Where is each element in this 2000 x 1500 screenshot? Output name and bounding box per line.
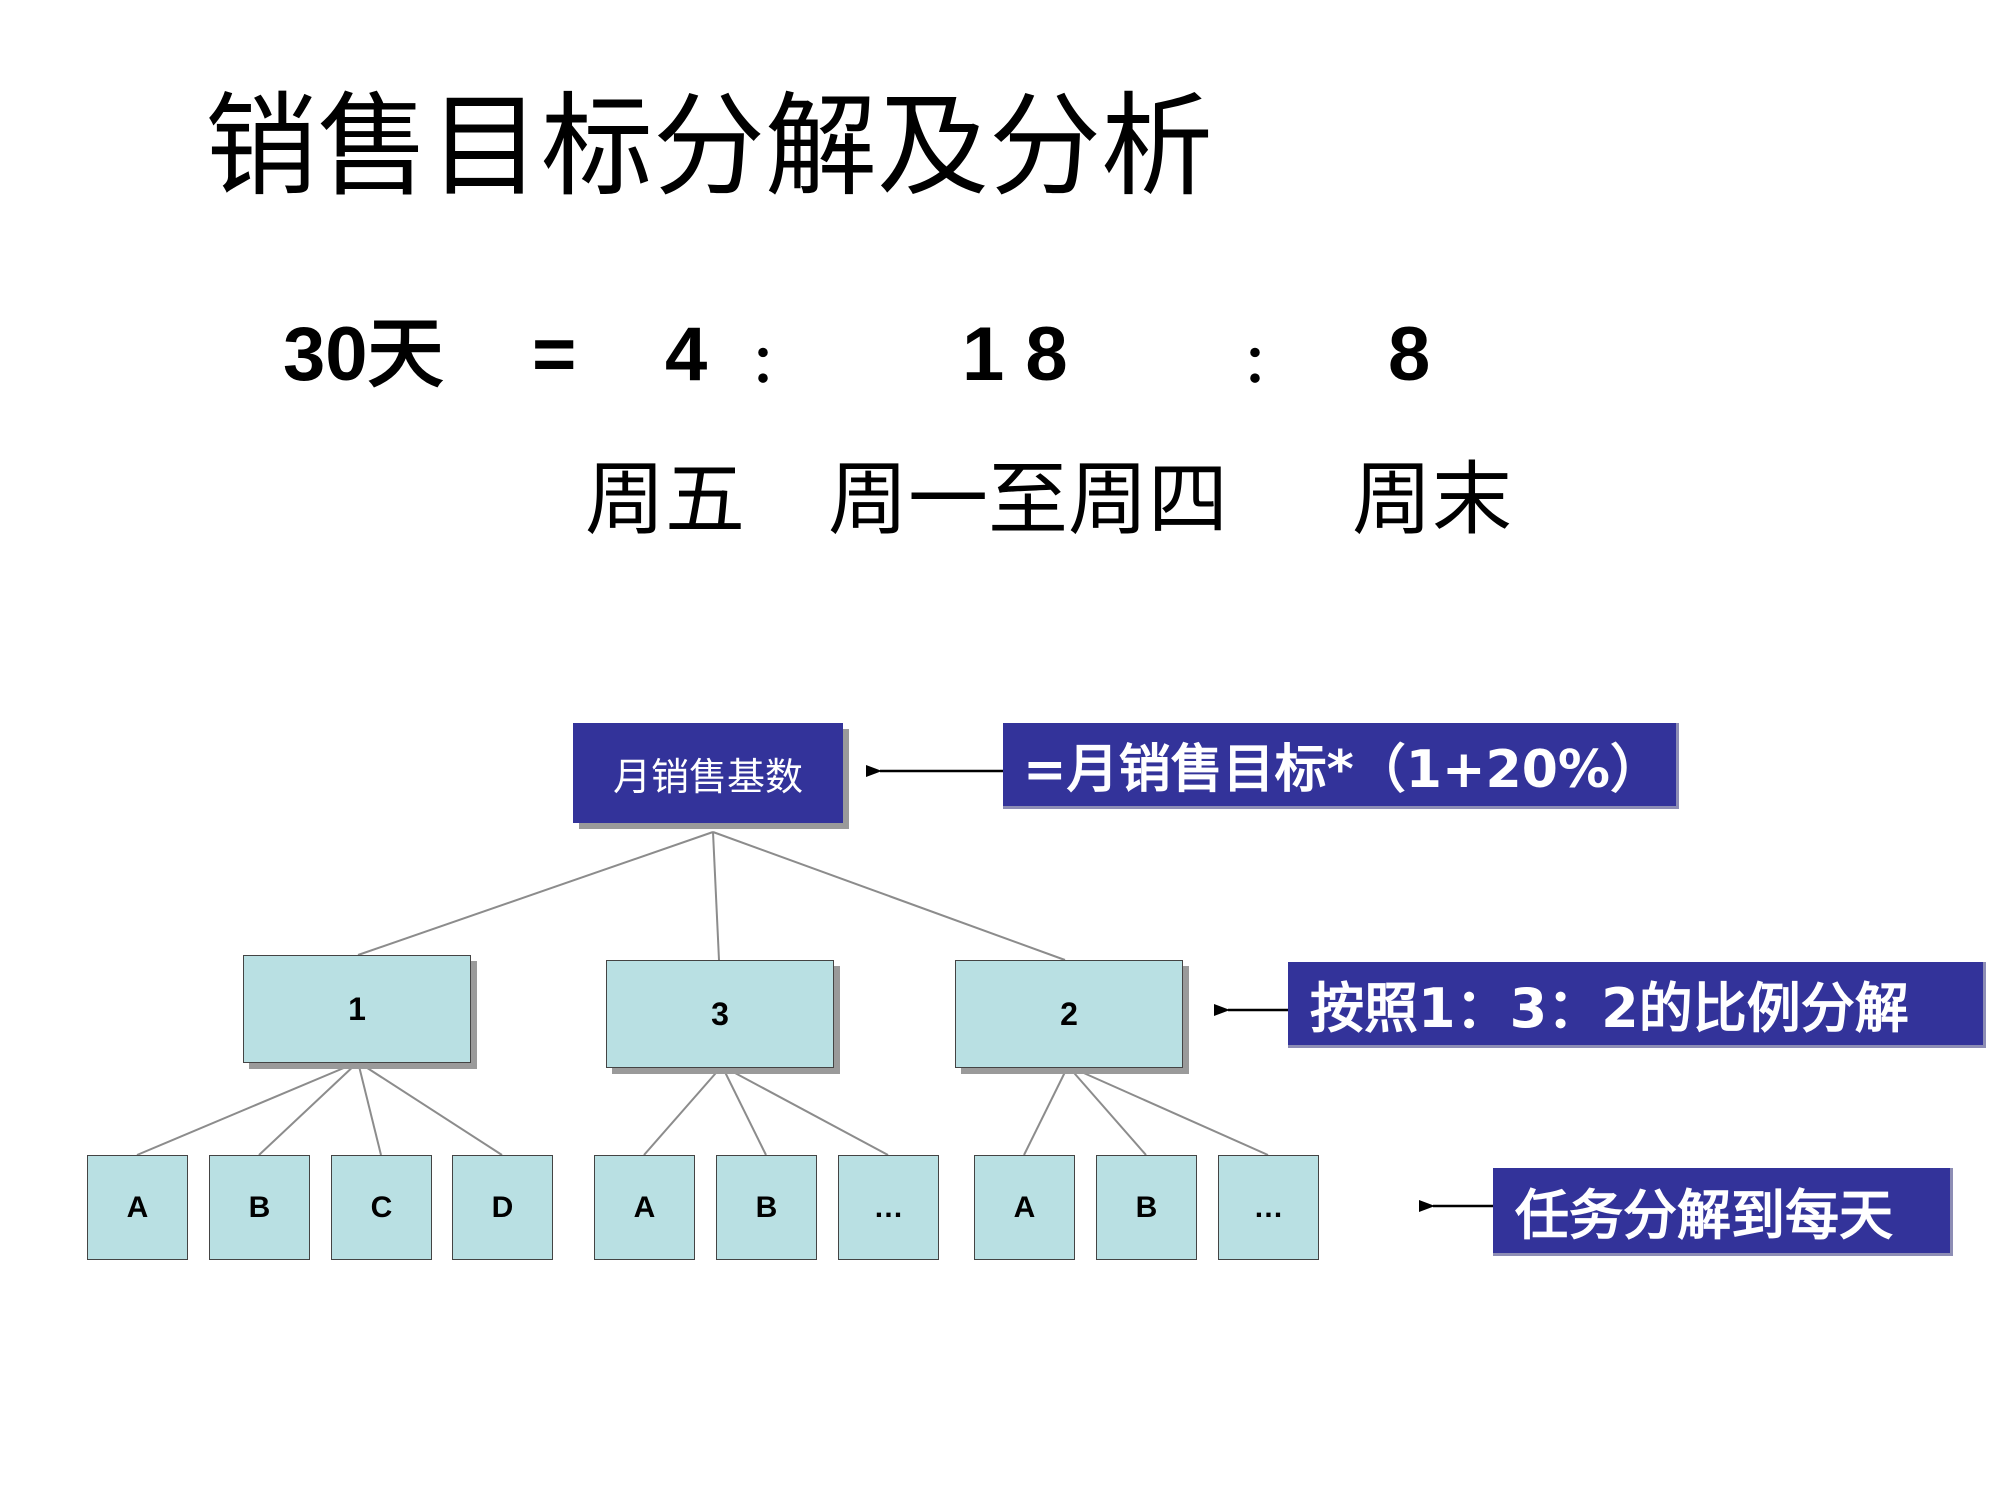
edge-3-b xyxy=(721,1065,767,1156)
equation-colon-2: ： xyxy=(1242,335,1295,395)
leaf-node: A xyxy=(87,1155,188,1260)
edge-root-2 xyxy=(712,831,1066,961)
node-monthly-base: 月销售基数 xyxy=(573,723,843,823)
edge-1-d xyxy=(357,1061,503,1156)
equation-equals: = xyxy=(532,312,577,397)
edge-root-1 xyxy=(357,831,714,956)
edge-1-c xyxy=(357,1061,382,1156)
label-friday: 周五 xyxy=(585,453,745,546)
note-ratio: 按照1：3：2的比例分解 xyxy=(1288,962,1986,1048)
note-daily: 任务分解到每天 xyxy=(1493,1168,1953,1256)
edge-3-dots xyxy=(721,1065,889,1156)
edge-3-a xyxy=(643,1065,723,1156)
node-ratio-2: 2 xyxy=(955,960,1183,1068)
equation-total: 30天 xyxy=(283,312,444,397)
leaf-node: B xyxy=(716,1155,817,1260)
label-mon-thu: 周一至周四 xyxy=(828,453,1228,546)
leaf-node: A xyxy=(594,1155,695,1260)
equation-colon-1: ： xyxy=(750,335,803,395)
leaf-node: D xyxy=(452,1155,553,1260)
leaf-node: … xyxy=(1218,1155,1319,1260)
edge-2-a xyxy=(1023,1065,1069,1156)
edge-1-a xyxy=(136,1061,359,1156)
note-formula: =月销售目标*（1+20%） xyxy=(1003,723,1679,809)
edge-2-dots xyxy=(1067,1065,1269,1156)
edge-root-3 xyxy=(712,831,720,961)
leaf-node: … xyxy=(838,1155,939,1260)
node-ratio-3: 3 xyxy=(606,960,834,1068)
page-title: 销售目标分解及分析 xyxy=(205,82,1213,212)
equation-part1: 4 xyxy=(665,312,708,397)
leaf-node: B xyxy=(209,1155,310,1260)
leaf-node: A xyxy=(974,1155,1075,1260)
edge-1-b xyxy=(258,1061,359,1156)
equation-part2: 1 8 xyxy=(962,312,1068,397)
node-ratio-1: 1 xyxy=(243,955,471,1063)
label-weekend: 周末 xyxy=(1352,453,1512,546)
leaf-node: C xyxy=(331,1155,432,1260)
edge-2-b xyxy=(1067,1065,1147,1156)
equation-part3: 8 xyxy=(1388,312,1431,397)
leaf-node: B xyxy=(1096,1155,1197,1260)
